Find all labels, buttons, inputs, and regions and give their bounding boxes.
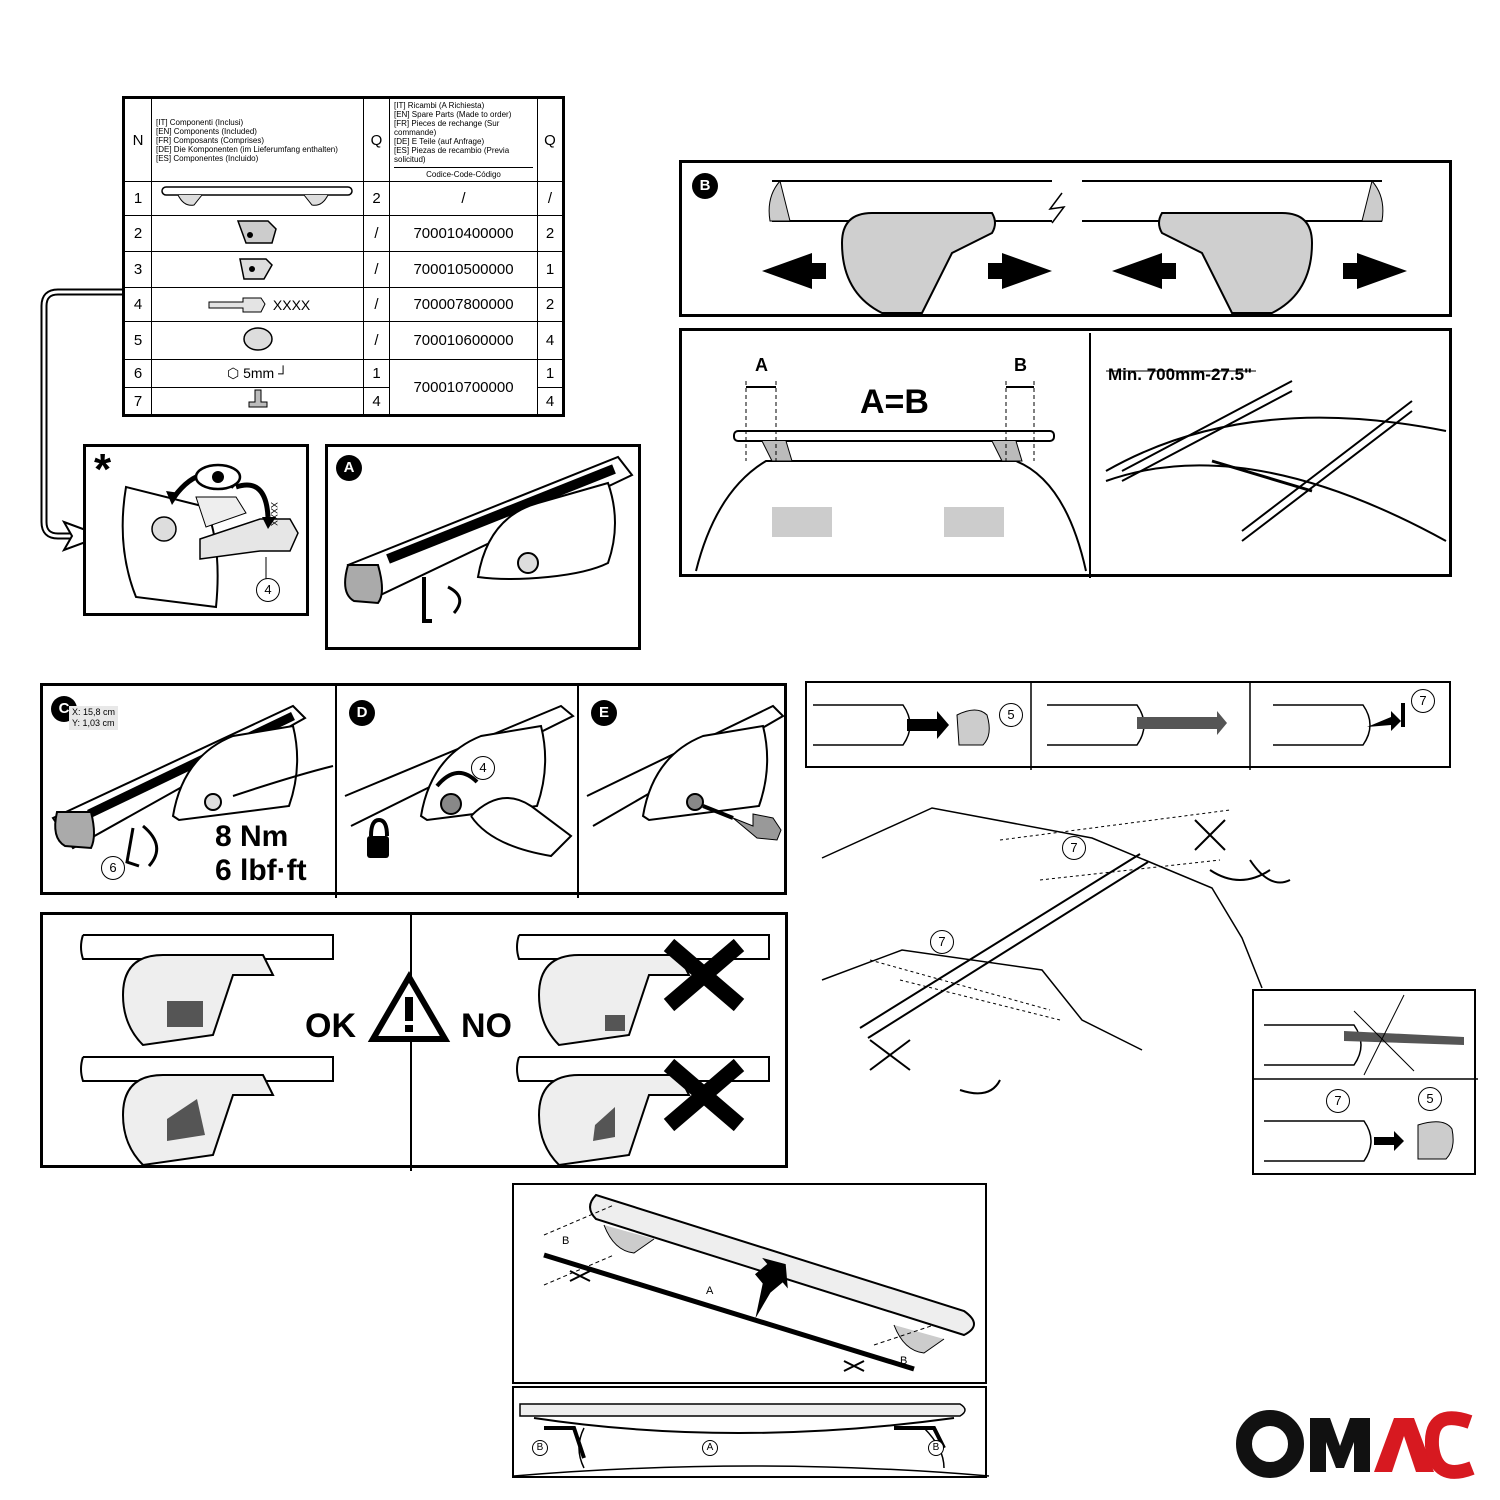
label-b: B — [1014, 355, 1027, 375]
strip-label-b: B — [562, 1235, 570, 1247]
foot-part-icon — [151, 215, 364, 252]
min-distance-label: Min. 700mm-27.5" — [1108, 365, 1253, 384]
panel-a: A — [325, 444, 641, 650]
strip-callout-b: B — [928, 1440, 944, 1456]
lock-icon — [367, 836, 389, 858]
col-components: [IT] Componenti (Inclusi)[EN] Components… — [151, 97, 364, 182]
callout-7: 7 — [930, 930, 954, 954]
table-row: 1 2// — [123, 181, 564, 216]
callout-7: 7 — [1411, 689, 1435, 713]
crossbar-image — [151, 181, 364, 216]
wrong-x-icon — [663, 938, 745, 1132]
components-table: N [IT] Componenti (Inclusi)[EN] Componen… — [122, 96, 565, 417]
t-bolt-icon — [151, 387, 364, 416]
label-a: A — [755, 355, 768, 375]
hex-key-part: ⬡ 5mm ┘ — [151, 359, 364, 388]
scissors-icon — [1209, 859, 1291, 884]
col-q2: Q — [537, 97, 564, 182]
star-symbol: * — [94, 445, 112, 494]
allen-key-icon: ┘ — [278, 365, 289, 381]
panel-end-caps: 5 7 — [805, 681, 1451, 770]
torque-lbf: 6 lbf·ft — [215, 854, 307, 887]
torque-nm: 8 Nm — [215, 820, 289, 853]
strip-label-a: A — [706, 1285, 714, 1297]
ok-label: OK — [305, 1007, 356, 1045]
key-icon — [208, 297, 266, 312]
equal-distance-label: A=B — [860, 383, 929, 421]
callout-5: 5 — [999, 703, 1023, 727]
panel-ok-no: OK NO — [40, 912, 788, 1171]
panel-b: B — [679, 160, 1452, 317]
strip-callout-b: B — [532, 1440, 548, 1456]
key-part: XXXX — [151, 287, 364, 322]
omac-logo — [1230, 1402, 1480, 1482]
badge-e: E — [591, 700, 617, 726]
callout-4: 4 — [471, 756, 495, 780]
panel-strip-insert: B A B — [512, 1386, 990, 1478]
col-n: N — [123, 97, 152, 182]
table-header-row: N [IT] Componenti (Inclusi)[EN] Componen… — [123, 97, 564, 182]
no-label: NO — [461, 1007, 512, 1045]
panel-key-lock: * XXXX 4 — [83, 444, 309, 616]
callout-6: 6 — [101, 856, 125, 880]
badge-a: A — [336, 455, 362, 481]
panel-measurement: A B A=B Min. 700mm-27.5" — [679, 328, 1452, 578]
callout-7: 7 — [1062, 836, 1086, 860]
callout-4: 4 — [256, 578, 280, 602]
table-row: 6 ⬡ 5mm ┘ 1 700010700000 1 — [123, 359, 564, 416]
strip-callout-a: A — [702, 1440, 718, 1456]
panel-endcap-detail: 7 5 — [1252, 989, 1478, 1175]
callout-5: 5 — [1418, 1087, 1442, 1111]
strip-label-b: B — [900, 1355, 908, 1367]
badge-d: D — [349, 700, 375, 726]
code-label: Codice-Code-Código — [394, 167, 533, 179]
panel-strip-cut: B A B — [512, 1183, 987, 1384]
hex-icon: ⬡ — [226, 365, 240, 381]
callout-7: 7 — [1326, 1089, 1350, 1113]
badge-b: B — [692, 173, 718, 199]
